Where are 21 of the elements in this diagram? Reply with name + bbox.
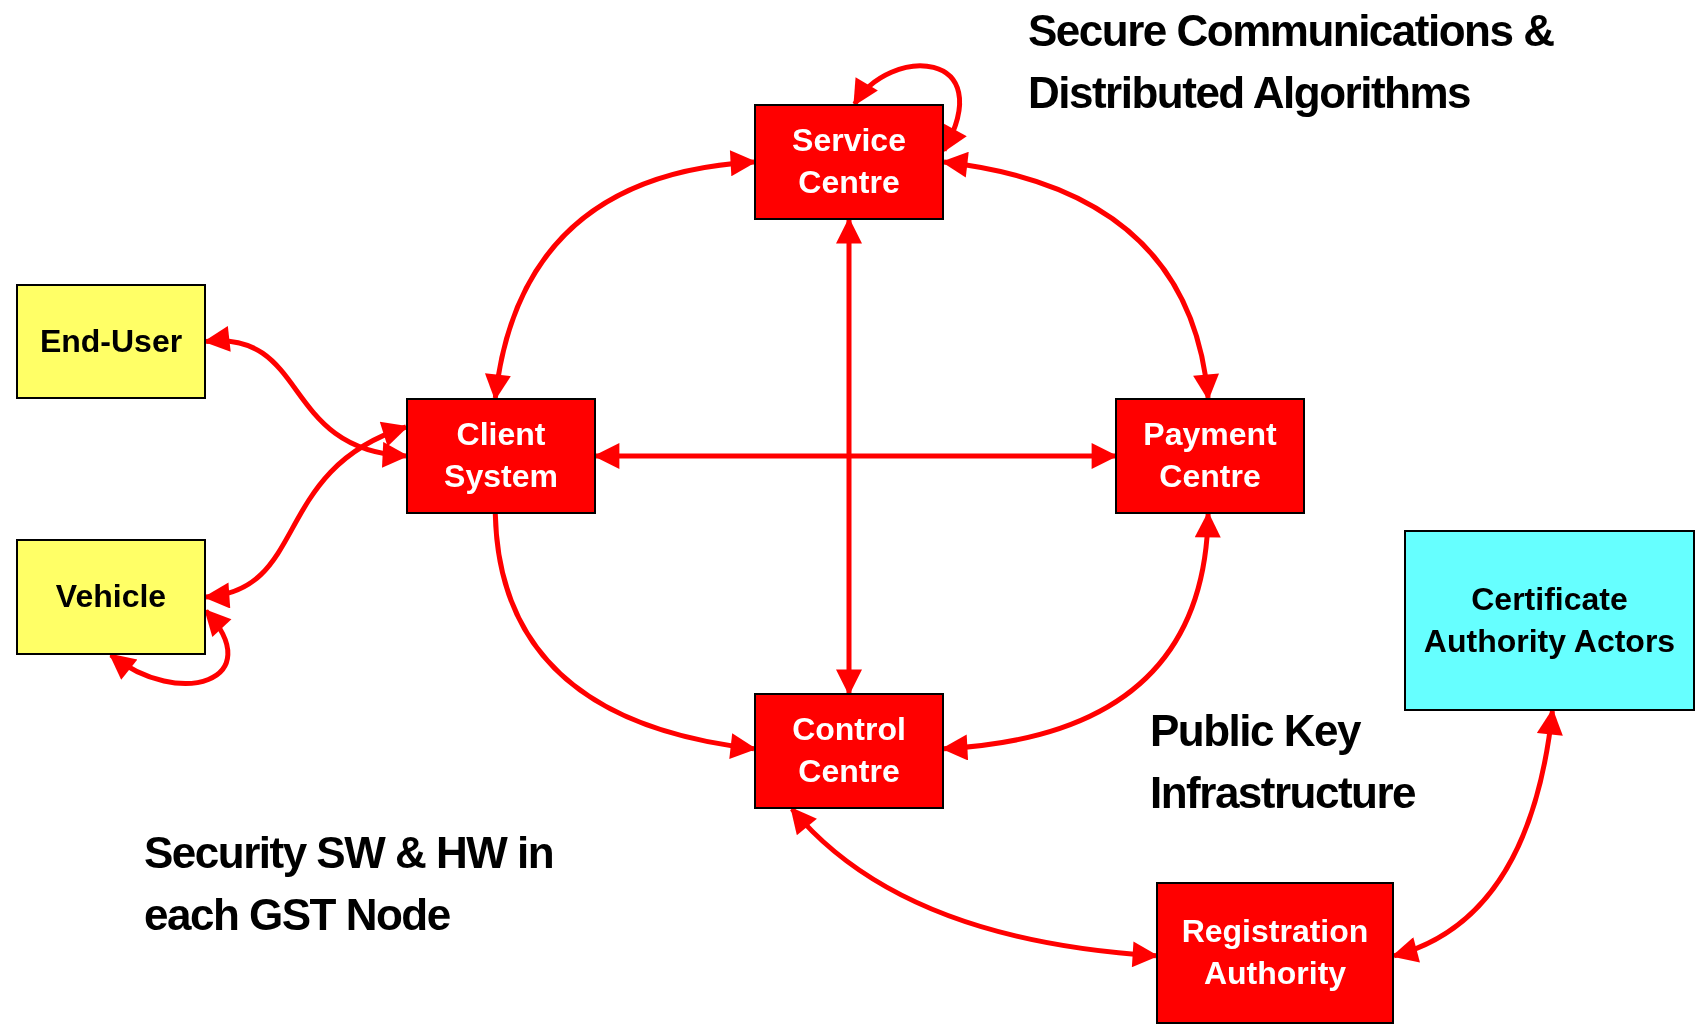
heading-note: Public Key Infrastructure (1150, 705, 1417, 819)
box-label: Payment Centre (1142, 415, 1278, 496)
box-label: Registration Authority (1180, 912, 1370, 993)
client-system-box (406, 398, 596, 514)
end-user-box (16, 284, 206, 399)
box-label: End-User (38, 321, 184, 361)
box-label: Certificate Authority Actors (1422, 579, 1677, 661)
heading-note: Security SW & HW in each GST Node (144, 827, 555, 941)
box-label: Control Centre (791, 710, 907, 791)
control-centre-box (754, 693, 944, 809)
heading-note: Secure Communications & Distributed Algorithms (1028, 5, 1555, 119)
registration-authority-box (1156, 882, 1394, 1024)
payment-centre-box (1115, 398, 1305, 514)
box-label: Client System (443, 415, 559, 496)
certificate-authority-box (1404, 530, 1695, 711)
vehicle-box (16, 539, 206, 655)
box-label: Service Centre (791, 121, 907, 202)
double-arrow (108, 608, 231, 686)
double-arrow (852, 63, 966, 153)
box-label: Vehicle (54, 577, 168, 617)
service-centre-box (754, 104, 944, 220)
